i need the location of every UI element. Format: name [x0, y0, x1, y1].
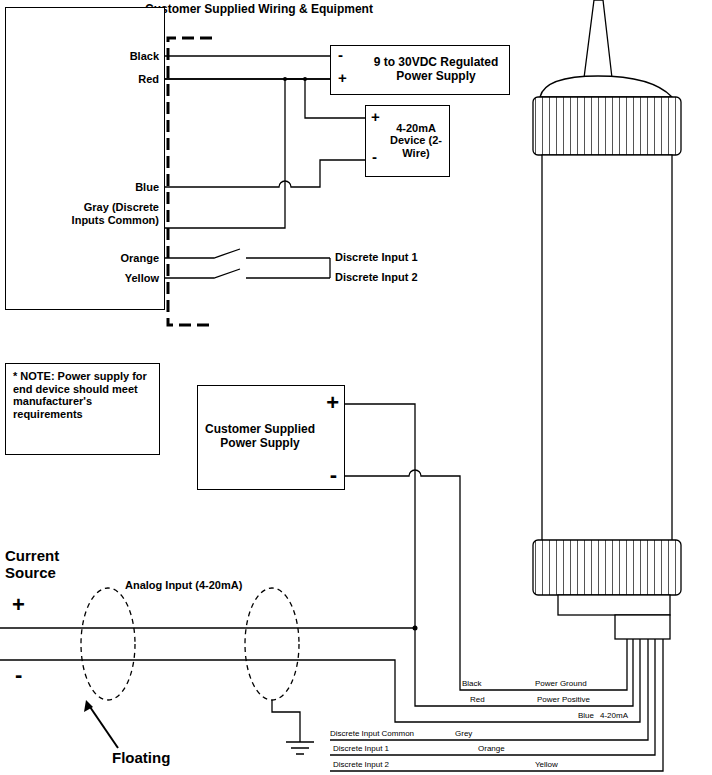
wiring-box: Customer Supplied Power Supply + -	[197, 385, 345, 490]
box-label: -	[330, 464, 337, 486]
wire-connector	[165, 79, 330, 228]
customer-boundary	[168, 38, 212, 325]
wire-label: Discrete Input 2	[335, 271, 418, 283]
shield-oval	[81, 588, 135, 700]
box-label: Red	[138, 73, 159, 86]
wire-label: Discrete Input 1	[335, 251, 418, 263]
wire-red	[345, 404, 633, 706]
leader-arrowhead	[84, 700, 93, 712]
box-label: 4-20mA Device (2-Wire)	[384, 122, 448, 160]
wire-grey	[330, 639, 648, 740]
switch-yellow	[165, 269, 240, 278]
box-label: * NOTE: Power supply for end device shou…	[13, 370, 152, 421]
wire-label: Yellow	[535, 761, 558, 770]
base	[558, 595, 670, 615]
box-label: 9 to 30VDC Regulated Power Supply	[369, 56, 503, 84]
radio-unit	[533, 0, 681, 639]
switch-symbols	[165, 249, 330, 278]
tube-body	[542, 155, 672, 542]
wire-label: Orange	[478, 745, 505, 754]
wire-blue	[0, 639, 640, 722]
floating-leader	[88, 704, 118, 748]
box-label: +	[371, 109, 380, 124]
wire-orange	[330, 639, 655, 755]
box-label: -	[372, 149, 377, 164]
wire-label: 4-20mA	[600, 712, 628, 721]
box-label: Gray (Discrete Inputs Common)	[57, 201, 159, 226]
wire-label: Black	[462, 680, 482, 689]
wire-label: Analog Input (4-20mA)	[125, 579, 242, 591]
wire-yellow	[330, 639, 663, 771]
wire-label: Power Ground	[535, 680, 587, 689]
wire-label: Grey	[455, 730, 472, 739]
wire-label: -	[15, 664, 22, 686]
wire-connector	[165, 160, 365, 187]
cable-gland	[615, 615, 670, 639]
wire-label: Discrete Input 1	[333, 745, 389, 754]
upper-knurled-band	[533, 97, 681, 155]
wire-label: Red	[470, 696, 485, 705]
junction-dot	[413, 626, 418, 631]
box-label: Customer Supplied Power Supply	[204, 423, 316, 451]
top-cap	[540, 76, 672, 97]
source-plus-wire	[0, 627, 415, 628]
discrete-wire	[246, 257, 330, 258]
wire-connector	[165, 55, 330, 56]
box-label: Blue	[135, 181, 159, 194]
wire-label: Discrete Input Common	[330, 730, 414, 739]
wire-black	[345, 470, 627, 690]
wire-label: Floating	[112, 750, 170, 767]
diagram-title: Customer Supplied Wiring & Equipment	[145, 3, 373, 16]
wiring-box: 9 to 30VDC Regulated Power Supply - +	[330, 45, 510, 95]
shield-drain	[272, 700, 300, 742]
box-label: Black	[130, 50, 159, 63]
wiring-box: BlackRedBlueGray (Discrete Inputs Common…	[5, 7, 165, 310]
box-label: -	[338, 47, 343, 62]
ground-symbol	[286, 742, 314, 754]
discrete-wire	[329, 258, 330, 278]
wire-label: Blue	[578, 712, 594, 721]
shield-oval	[245, 588, 299, 700]
discrete-wire	[246, 277, 330, 278]
wiring-box: * NOTE: Power supply for end device shou…	[5, 363, 160, 455]
wire-label: Current Source	[5, 548, 77, 581]
switch-orange	[165, 249, 240, 258]
box-label: +	[338, 70, 347, 85]
wire-label: +	[12, 594, 25, 616]
box-label: +	[326, 392, 339, 414]
box-label: Orange	[120, 252, 159, 265]
wire-label: Discrete Input 2	[333, 761, 389, 770]
box-label: Yellow	[125, 272, 159, 285]
wiring-box: 4-20mA Device (2-Wire) + -	[365, 105, 450, 177]
lower-knurled-band	[533, 540, 681, 595]
antenna	[584, 0, 612, 78]
wire-label: Power Positive	[537, 696, 590, 705]
